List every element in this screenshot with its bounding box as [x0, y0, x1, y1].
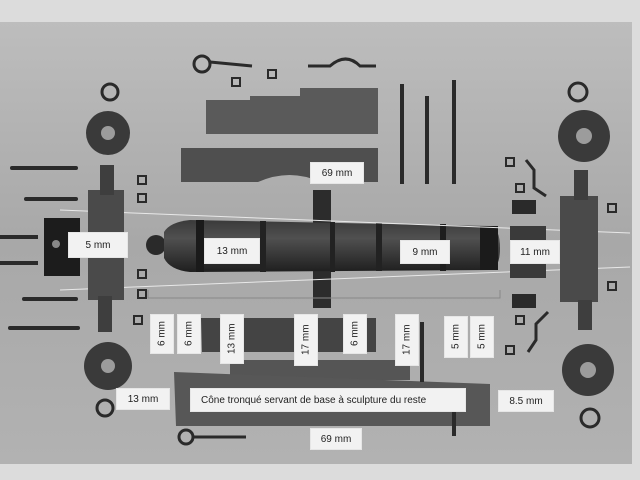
top-plate — [206, 88, 378, 134]
lower-plate-bar — [230, 360, 410, 380]
nuts — [133, 69, 617, 355]
label-barrel-front: 9 mm — [400, 240, 450, 264]
label-barrel-rear: 13 mm — [204, 238, 260, 264]
label-barrel-end-left: 5 mm — [68, 232, 128, 258]
label-seg-1: 6 mm — [150, 314, 174, 354]
label-wheel-left: 13 mm — [116, 388, 170, 410]
label-bottom-plate: 69 mm — [310, 428, 362, 450]
label-seg-4: 17 mm — [294, 314, 318, 366]
label-seg-2: 6 mm — [177, 314, 201, 354]
small-hardware — [177, 54, 550, 446]
left-rods — [0, 166, 80, 330]
label-top-plate: 69 mm — [310, 162, 364, 184]
label-seg-7: 5 mm — [444, 316, 468, 358]
label-seg-6: 17 mm — [395, 314, 419, 366]
label-seg-8: 5 mm — [470, 316, 494, 358]
label-base-caption: Cône tronqué servant de base à sculpture… — [190, 388, 466, 412]
right-axle — [560, 196, 598, 302]
lower-cheek-plate — [201, 318, 376, 352]
right-wheels — [558, 81, 614, 429]
left-wheels — [84, 82, 132, 418]
label-seg-3: 13 mm — [220, 314, 244, 364]
label-barrel-muzzle: 11 mm — [510, 240, 560, 264]
label-seg-5: 6 mm — [343, 314, 367, 354]
vertical-rods — [400, 80, 456, 436]
label-wheel-right: 8.5 mm — [498, 390, 554, 412]
